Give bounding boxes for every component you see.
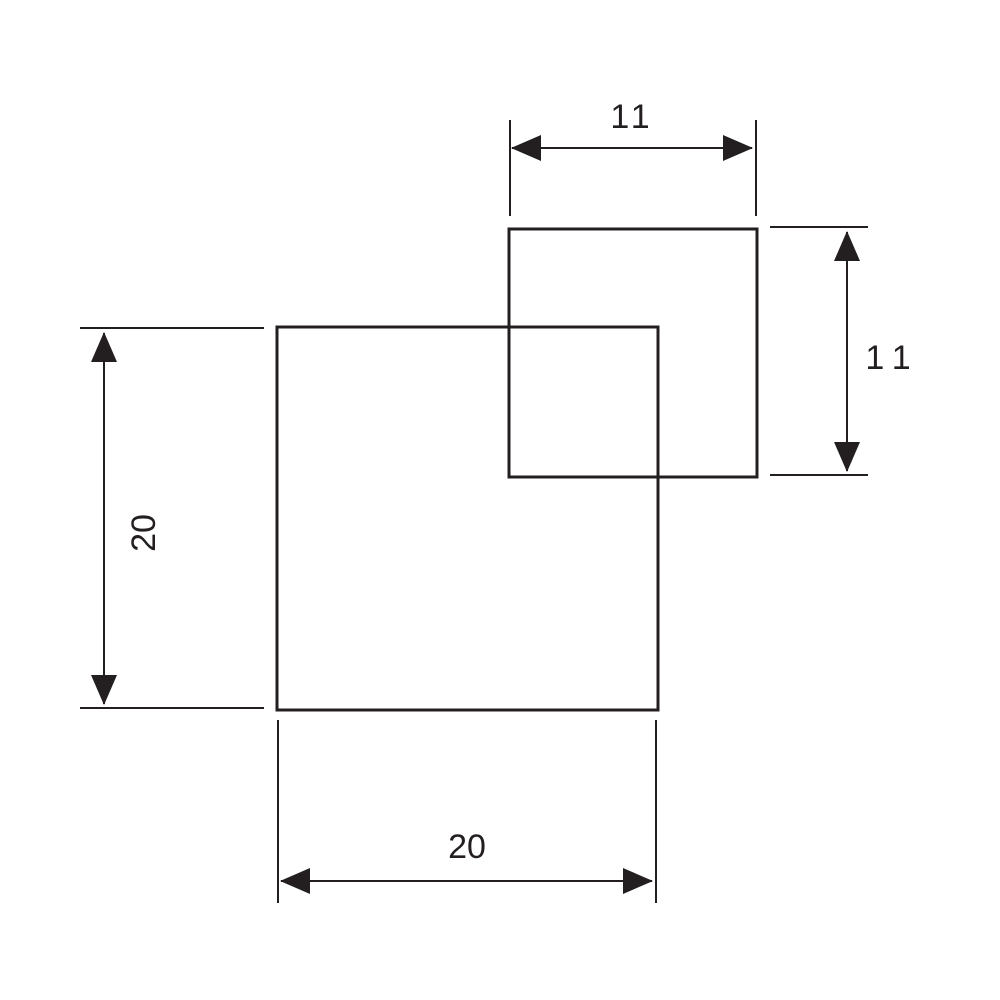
small-square <box>507 227 759 479</box>
small-square-width-label: 11 <box>610 98 653 136</box>
small-square-height-dimension: 11 <box>770 226 920 476</box>
large-square-width-label: 20 <box>448 828 486 866</box>
large-square-height-dimension: 20 <box>80 327 264 709</box>
large-square-height-label: 20 <box>125 514 163 552</box>
small-square-height-label: 11 <box>865 339 920 377</box>
small-square-width-dimension: 11 <box>509 98 757 216</box>
large-square <box>275 325 660 712</box>
large-square-width-dimension: 20 <box>277 720 657 903</box>
